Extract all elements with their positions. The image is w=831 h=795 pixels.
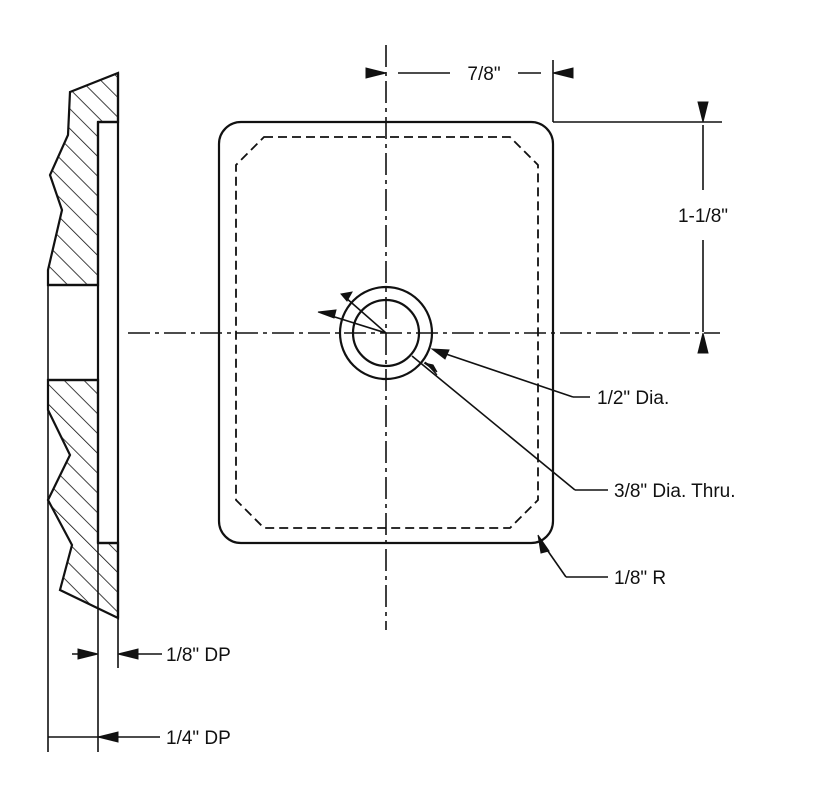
pocket-depth-callout-label: 1/8" DP	[166, 645, 231, 666]
section-hatch-top	[46, 71, 120, 287]
section-hatch-bottom	[46, 378, 120, 620]
counterbore-callout: 1/2" Dia.	[340, 291, 669, 409]
corner-radius-callout: 1/8" R	[537, 534, 666, 589]
height-dimension-label: 1-1/8"	[678, 206, 728, 227]
section-view	[46, 71, 120, 752]
pocket-depth-callout: 1/8" DP	[72, 645, 231, 666]
thru-hole-callout: 3/8" Dia. Thru.	[317, 309, 736, 502]
width-dimension: 7/8"	[365, 60, 574, 122]
thru-hole-callout-label: 3/8" Dia. Thru.	[614, 481, 736, 502]
total-depth-callout: 1/4" DP	[48, 728, 231, 749]
total-depth-callout-label: 1/4" DP	[166, 728, 231, 749]
width-dimension-label: 7/8"	[467, 64, 500, 85]
pocket-outline	[235, 136, 539, 529]
corner-radius-callout-label: 1/8" R	[614, 568, 666, 589]
front-view	[128, 45, 720, 630]
counterbore-callout-label: 1/2" Dia.	[597, 388, 669, 409]
height-dimension: 1-1/8"	[553, 101, 728, 354]
